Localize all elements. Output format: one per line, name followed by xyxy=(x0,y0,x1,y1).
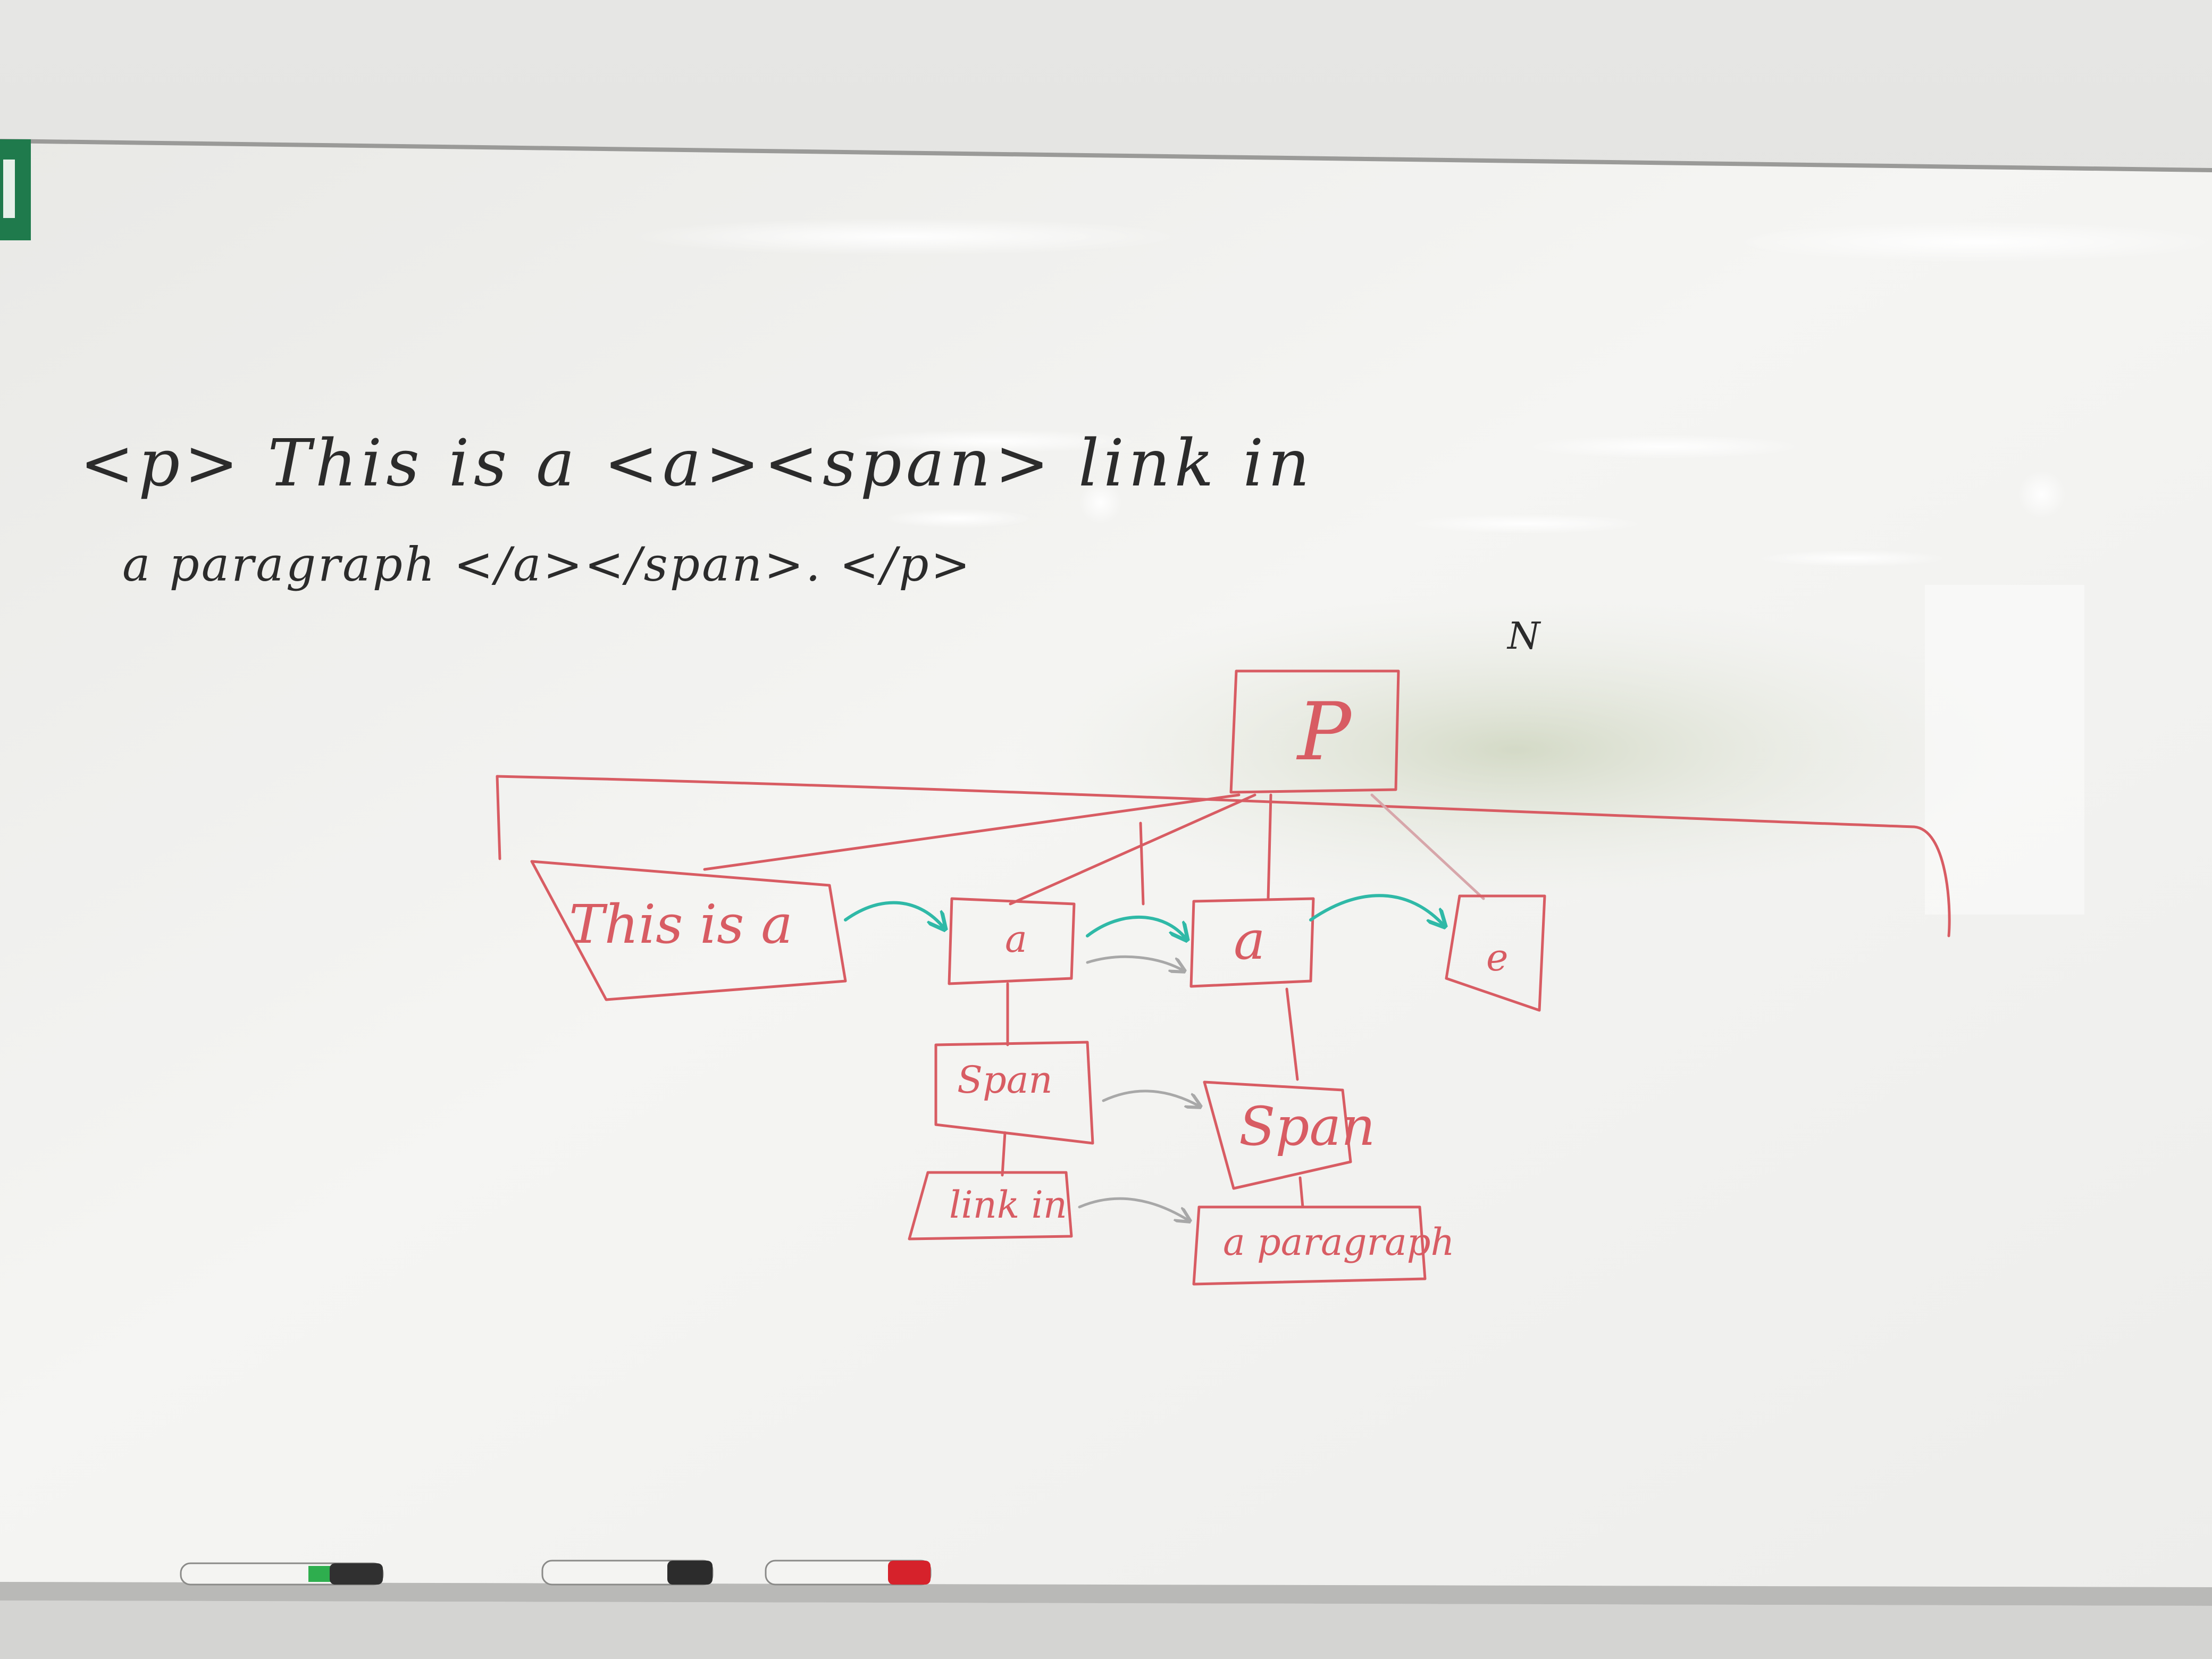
window-reflection xyxy=(1010,585,2084,915)
node-span1-box xyxy=(934,1041,1094,1145)
copy-arrows xyxy=(1078,955,1199,1220)
bracket-line xyxy=(496,775,1951,937)
node-p-box xyxy=(1229,669,1400,794)
code-line-1: <p> This is a <a><span> link in xyxy=(80,425,1314,501)
code-line-2: a paragraph </a></span>. </p> xyxy=(122,537,973,592)
board-top-edge xyxy=(0,139,2212,172)
node-a1-label: a xyxy=(1005,917,1027,961)
node-link-in-box xyxy=(908,1171,1073,1241)
green-marker xyxy=(180,1562,384,1586)
node-this-is-a-label: This is a xyxy=(569,893,793,956)
node-a2-box xyxy=(1189,897,1315,988)
node-this-is-a-box xyxy=(530,860,847,1001)
node-span2-box xyxy=(1203,1080,1352,1190)
node-a-paragraph-box xyxy=(1192,1205,1427,1286)
node-a1-box xyxy=(948,897,1076,985)
node-a2-label: a xyxy=(1234,909,1266,971)
node-span2-label: Span xyxy=(1239,1095,1376,1158)
node-a-paragraph-label: a paragraph xyxy=(1223,1220,1455,1264)
red-marker xyxy=(765,1560,932,1586)
node-e-box xyxy=(1445,894,1546,1012)
ceiling-light-reflections xyxy=(627,218,2212,567)
sibling-arrows xyxy=(844,894,1444,939)
node-span1-label: Span xyxy=(957,1058,1053,1102)
black-marker xyxy=(541,1560,714,1586)
corner-mark: N xyxy=(1507,614,1540,658)
tree-diagram xyxy=(496,669,1951,1286)
node-p-label: P xyxy=(1297,686,1351,778)
marker-tray xyxy=(0,1582,2212,1659)
node-link-in-label: link in xyxy=(949,1183,1067,1227)
node-e-label: e xyxy=(1486,936,1509,979)
